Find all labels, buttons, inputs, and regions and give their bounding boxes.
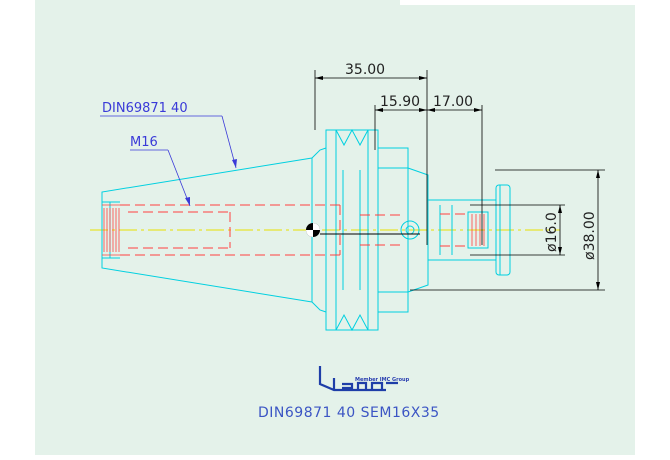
label-thread: M16 (130, 135, 158, 150)
dimension-diameter-inner: ø16.0 (544, 212, 560, 252)
dimension-diameter-outer: ø38.00 (582, 211, 598, 260)
sheet-cutout-left (0, 240, 35, 460)
leader-arrowheads (185, 159, 237, 206)
sheet-cutout-top-right (400, 0, 670, 5)
brand-logo: Member IMC Group (318, 366, 410, 392)
dimension-length-total: 35.00 (345, 62, 385, 78)
label-standard: DIN69871 40 (102, 101, 188, 116)
dimension-length-b: 17.00 (433, 94, 473, 110)
internal-bore-hidden-lines (120, 204, 470, 256)
drawing-caption: DIN69871 40 SEM16X35 (258, 405, 440, 421)
nose-section (400, 167, 511, 293)
thread-hatch (102, 204, 485, 256)
center-marker-quadrant (313, 223, 320, 230)
flange-body (311, 128, 409, 332)
sheet-cutout-bottom (35, 455, 635, 460)
dimension-arrowheads (315, 76, 600, 290)
dimension-length-a: 15.90 (380, 94, 420, 110)
logo-tagline: Member IMC Group (355, 377, 410, 383)
center-marker-quadrant-2 (306, 230, 313, 237)
logo-wordmark (318, 366, 398, 392)
leader-lines (100, 115, 237, 207)
dimension-lines (314, 70, 605, 291)
